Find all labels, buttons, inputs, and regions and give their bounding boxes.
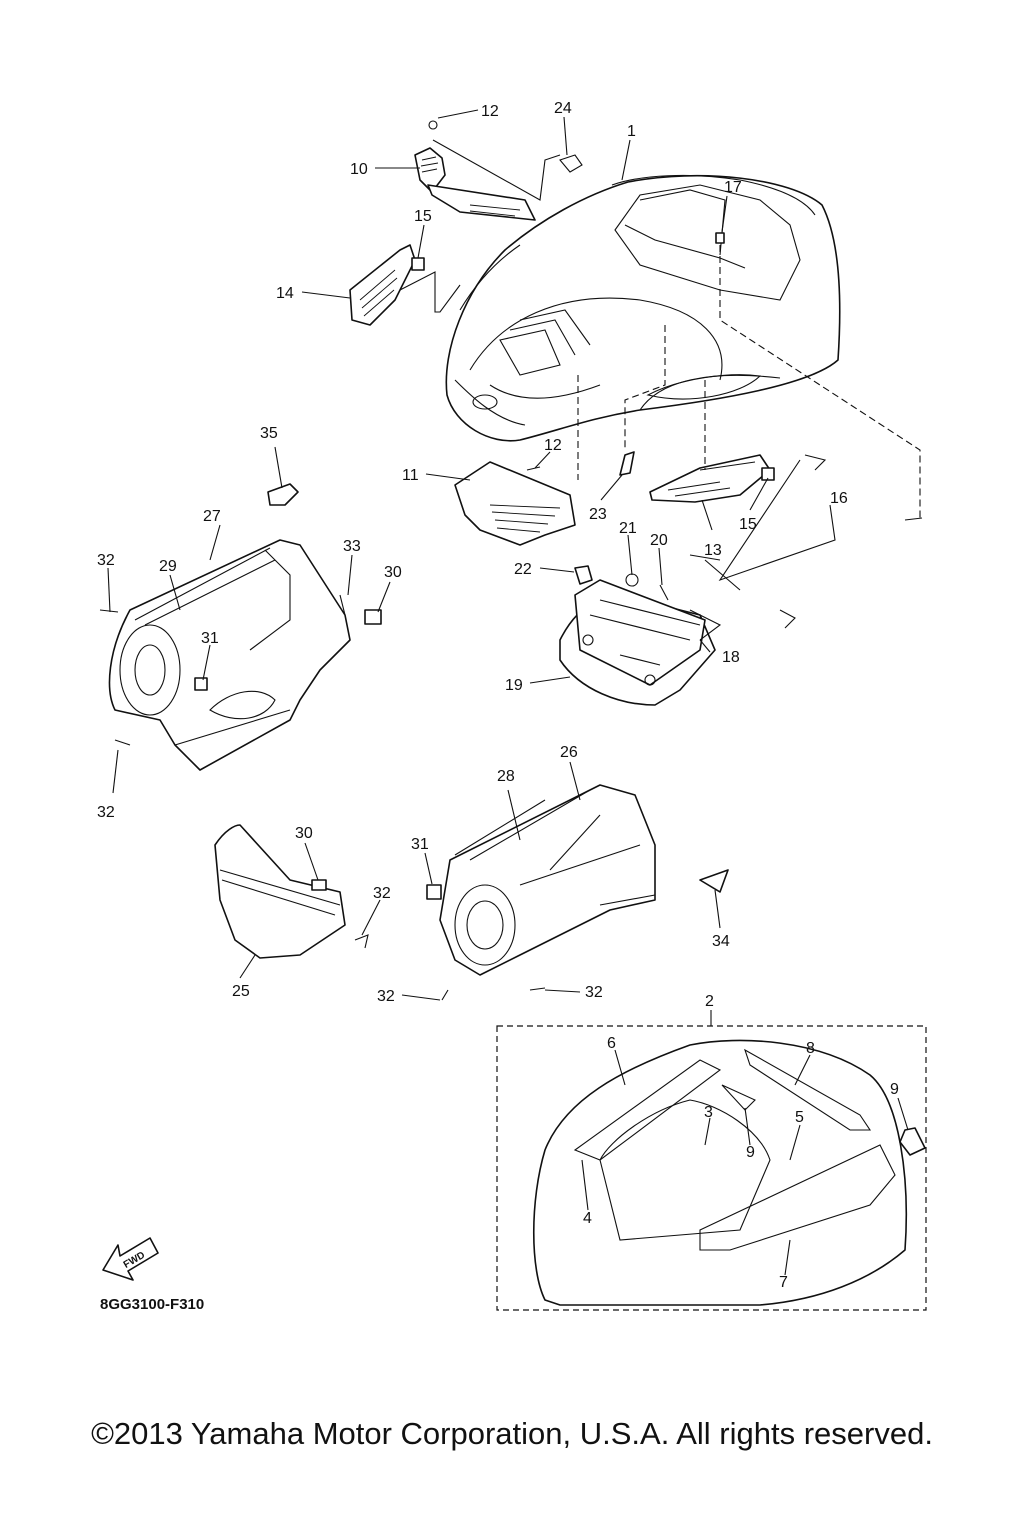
callout-7: 7 — [779, 1274, 788, 1291]
callout-20: 20 — [650, 532, 668, 549]
callout-32d: 32 — [377, 988, 395, 1005]
vent-cover-part-13 — [649, 454, 771, 503]
callout-33: 33 — [343, 538, 361, 555]
callout-16: 16 — [830, 490, 848, 507]
callout-32c: 32 — [373, 885, 391, 902]
callout-34: 34 — [712, 933, 730, 950]
callout-15a: 15 — [414, 208, 432, 225]
leader-lines — [107, 109, 909, 1276]
hood-part-1 — [445, 174, 841, 442]
callout-23: 23 — [589, 506, 607, 523]
copyright-notice: ©2013 Yamaha Motor Corporation, U.S.A. A… — [91, 1416, 933, 1451]
callout-9b: 9 — [746, 1144, 755, 1161]
callout-3: 3 — [704, 1104, 713, 1121]
callout-21: 21 — [619, 520, 637, 537]
callout-28: 28 — [497, 768, 515, 785]
callout-4: 4 — [583, 1210, 592, 1227]
callout-12a: 12 — [481, 103, 499, 120]
forward-arrow-icon: FWD — [102, 1237, 159, 1281]
panel-part-25 — [214, 824, 346, 959]
callout-30b: 30 — [295, 825, 313, 842]
callout-27: 27 — [203, 508, 221, 525]
callout-26: 26 — [560, 744, 578, 761]
callout-32e: 32 — [585, 984, 603, 1001]
callout-35: 35 — [260, 425, 278, 442]
panel-part-26 — [439, 784, 656, 976]
callout-22: 22 — [514, 561, 532, 578]
callout-29: 29 — [159, 558, 177, 575]
callout-9a: 9 — [890, 1081, 899, 1098]
callout-30a: 30 — [384, 564, 402, 581]
callout-15b: 15 — [739, 516, 757, 533]
callout-31b: 31 — [411, 836, 429, 853]
callout-31a: 31 — [201, 630, 219, 647]
panel-part-27 — [108, 539, 351, 771]
callout-12b: 12 — [544, 437, 562, 454]
callout-8: 8 — [806, 1040, 815, 1057]
side-vent-part-14 — [349, 244, 416, 326]
assembly-lines — [399, 139, 921, 520]
callout-labels: 1 2 3 4 5 6 7 8 9 9 10 11 12 12 13 14 15… — [97, 100, 899, 1291]
callout-17: 17 — [724, 179, 742, 196]
callout-25: 25 — [232, 983, 250, 1000]
callout-13: 13 — [704, 542, 722, 559]
callout-5: 5 — [795, 1109, 804, 1126]
fasteners — [99, 120, 923, 1001]
vent-cover-part-11 — [454, 461, 576, 546]
inner-hood-part-2 — [496, 1025, 927, 1311]
callout-24: 24 — [554, 100, 572, 117]
bracket-part-19 — [559, 579, 716, 706]
callout-32a: 32 — [97, 552, 115, 569]
callout-32b: 32 — [97, 804, 115, 821]
callout-2: 2 — [705, 993, 714, 1010]
callout-10: 10 — [350, 161, 368, 178]
callout-1: 1 — [627, 123, 636, 140]
callout-14: 14 — [276, 285, 294, 302]
callout-11: 11 — [402, 467, 419, 484]
callout-6: 6 — [607, 1035, 616, 1052]
drawing-code: 8GG3100-F310 — [100, 1296, 204, 1313]
vent-cover-part-10 — [414, 147, 536, 221]
callout-19: 19 — [505, 677, 523, 694]
callout-18: 18 — [722, 649, 740, 666]
